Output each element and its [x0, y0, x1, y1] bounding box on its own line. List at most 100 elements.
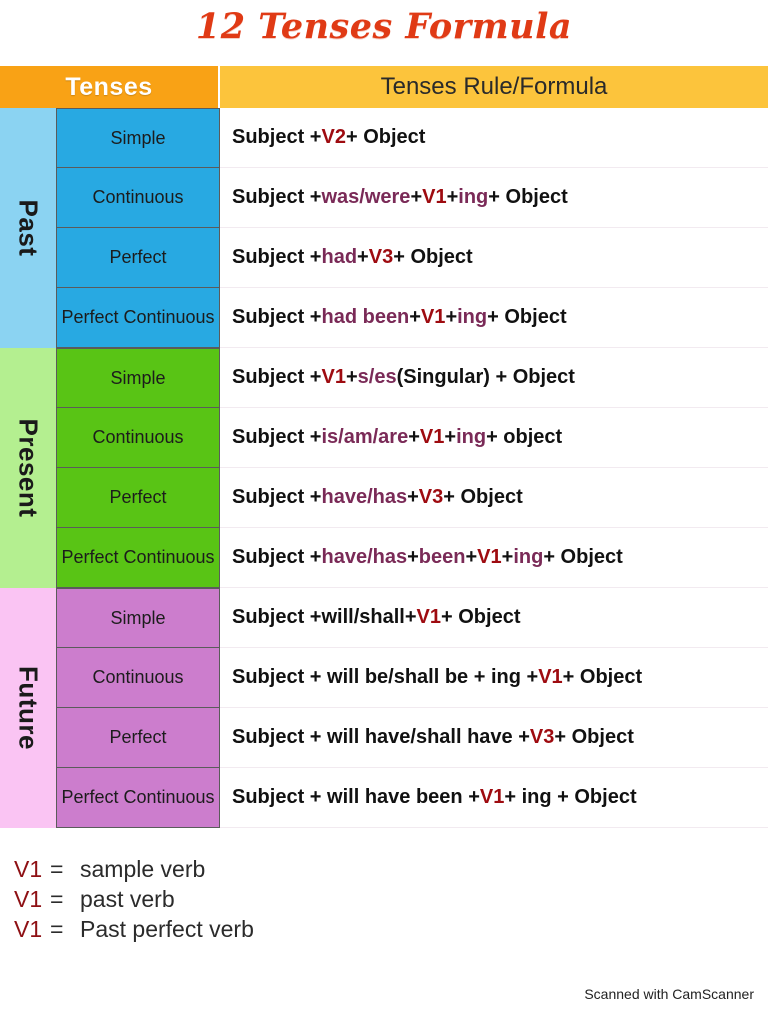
group-label-future: Future: [0, 588, 56, 828]
formula-token-plain: Subject +: [232, 366, 322, 388]
formula-token-plain: + ing + Object: [504, 786, 637, 808]
formula-token-plain: +: [465, 546, 478, 568]
group-label-text: Past: [13, 199, 44, 257]
legend-code: V1: [14, 916, 43, 942]
table-header-row: Tenses Tenses Rule/Formula: [0, 66, 768, 108]
sub-tense-cell: Simple: [56, 588, 220, 648]
formula-token-plain: Subject +: [232, 486, 322, 508]
group-label-text: Present: [13, 418, 44, 518]
formula-cell: Subject + is/am/are + V1 + ing + object: [220, 408, 768, 468]
sub-tense-cell: Perfect Continuous: [56, 768, 220, 828]
column-header-tenses: Tenses: [0, 66, 220, 108]
legend-equals: =: [50, 886, 64, 912]
formula-token-plain: + Object: [393, 246, 473, 268]
group-label-past: Past: [0, 108, 56, 348]
formula-cell: Subject + will have been + V1 + ing + Ob…: [220, 768, 768, 828]
formula-token-vcode: V1: [538, 666, 563, 688]
formula-token-plain: + Object: [345, 126, 426, 148]
sub-tense-cell: Perfect: [56, 708, 220, 768]
formula-token-plain: + Object: [543, 546, 623, 568]
formula-token-vcode: V1: [420, 306, 446, 328]
sub-tense-cell: Perfect Continuous: [56, 288, 220, 348]
formula-token-plain: +: [345, 366, 358, 388]
formula-cell: Subject + will have/shall have + V3 + Ob…: [220, 708, 768, 768]
sub-tense-cell: Perfect Continuous: [56, 528, 220, 588]
formula-token-plain: +: [410, 186, 423, 208]
formula-token-plain: Subject +: [232, 246, 322, 268]
formula-token-vcode: V1: [321, 366, 346, 388]
legend-code: V1: [14, 856, 43, 882]
formula-token-aux: had been: [321, 306, 410, 328]
formula-token-vcode: V1: [479, 786, 505, 808]
formula-token-aux: been: [418, 546, 466, 568]
formula-token-plain: + Object: [443, 486, 523, 508]
formula-token-aux: ing: [513, 546, 544, 568]
formula-token-plain: +: [445, 306, 458, 328]
legend-definition: sample verb: [80, 856, 206, 882]
formula-cell: Subject + had + V3 + Object: [220, 228, 768, 288]
formula-cell: Subject + will be/shall be + ing + V1 + …: [220, 648, 768, 708]
formula-cell: Subject + have/has + V3 + Object: [220, 468, 768, 528]
formula-token-plain: + Object: [441, 606, 521, 628]
legend-row: V1=Past perfect verb: [14, 916, 514, 946]
sub-tense-cell: Continuous: [56, 168, 220, 228]
camscanner-watermark: Scanned with CamScanner: [584, 986, 754, 1002]
group-label-text: Future: [13, 666, 44, 750]
legend-code: V1: [14, 886, 43, 912]
formula-token-aux: s/es: [357, 366, 397, 388]
sub-tense-cell: Perfect: [56, 228, 220, 288]
sub-tense-cell: Simple: [56, 348, 220, 408]
formula-token-plain: +: [407, 546, 419, 568]
sub-tense-cell: Continuous: [56, 408, 220, 468]
formula-token-plain: +: [407, 486, 419, 508]
sub-tense-cell: Perfect: [56, 468, 220, 528]
formula-token-plain: Subject + will have/shall have +: [232, 726, 530, 748]
formula-token-aux: ing: [456, 426, 487, 448]
formula-token-vcode: V3: [529, 726, 555, 748]
formula-cell: Subject + will/shall + V1 + Object: [220, 588, 768, 648]
formula-token-plain: Subject +: [232, 546, 322, 568]
formula-token-aux: had: [321, 246, 358, 268]
formula-token-vcode: V3: [368, 246, 394, 268]
formula-token-aux: was/were: [321, 186, 411, 208]
legend-row: V1 = sample verb: [14, 856, 514, 886]
formula-token-plain: +: [408, 426, 420, 448]
formula-token-plain: + object: [486, 426, 563, 448]
formula-token-plain: Subject + will have been +: [232, 786, 480, 808]
legend-row: V1=past verb: [14, 886, 514, 916]
formula-token-plain: Subject +: [232, 306, 322, 328]
formula-cell: Subject + was/were + V1 + ing + Object: [220, 168, 768, 228]
table-row: Perfect Continuous Subject + had been + V…: [56, 288, 768, 348]
column-header-formula: Tenses Rule/Formula: [220, 66, 768, 108]
formula-token-plain: will/shall: [321, 606, 405, 628]
formula-token-vcode: V1: [416, 606, 441, 628]
formula-token-plain: (Singular) + Object: [396, 366, 575, 388]
formula-token-plain: + Object: [554, 726, 634, 748]
formula-token-vcode: V1: [422, 186, 447, 208]
formula-cell: Subject + V1 + s/es(Singular) + Object: [220, 348, 768, 408]
legend-definition: Past perfect verb: [80, 916, 254, 942]
group-label-present: Present: [0, 348, 56, 588]
legend-equals: =: [50, 856, 64, 882]
formula-token-plain: + Object: [488, 186, 568, 208]
formula-token-aux: is/am/are: [321, 426, 409, 448]
formula-token-plain: Subject + will be/shall be + ing +: [232, 666, 539, 688]
formula-token-plain: +: [409, 306, 421, 328]
